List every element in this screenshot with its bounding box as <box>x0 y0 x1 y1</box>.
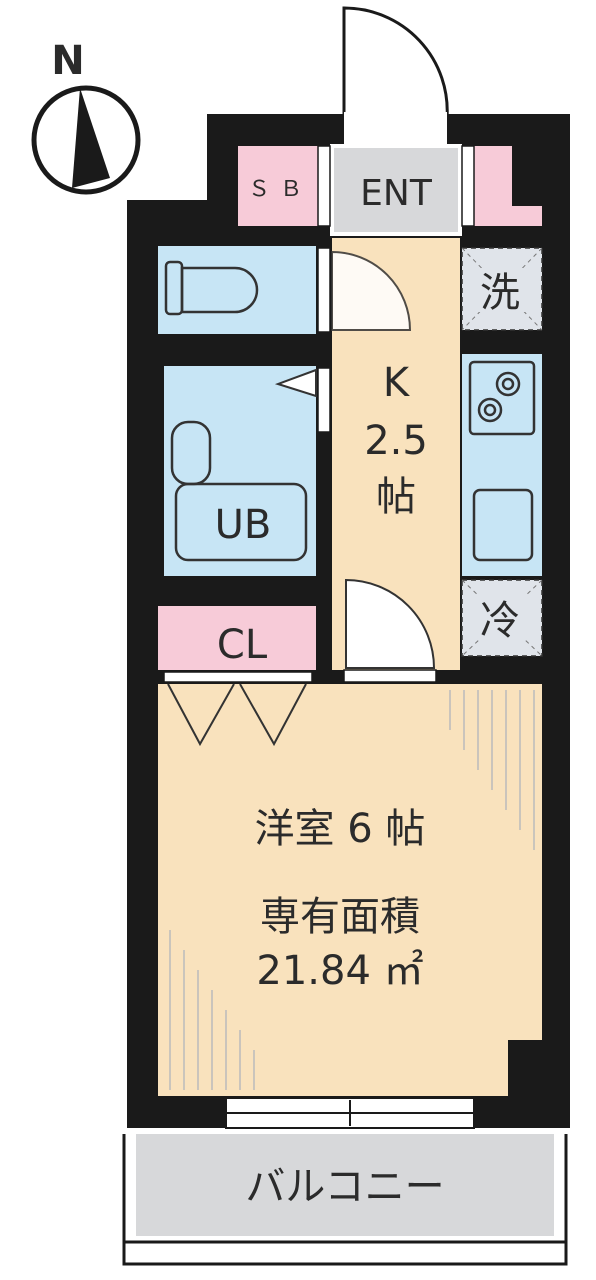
entrance-opening <box>344 112 447 144</box>
kitchen-door-swing <box>345 578 436 669</box>
toilet-icon <box>164 260 259 316</box>
window-hatching <box>169 690 535 1090</box>
area-value: 21.84 ㎡ <box>256 948 423 994</box>
bath-door-strip <box>317 367 331 433</box>
stove-icon <box>468 360 536 436</box>
closet-folding-doors <box>167 683 307 747</box>
entrance-area <box>330 144 462 236</box>
sink-icon <box>472 488 534 562</box>
toilet-room <box>158 246 316 334</box>
closet <box>158 606 316 670</box>
bathtub-icon <box>170 420 308 562</box>
closet-label: CL <box>217 622 268 668</box>
compass-circle <box>31 85 141 195</box>
shoe-box <box>238 146 318 226</box>
washer-label: 洗 <box>480 270 520 316</box>
north-arrow-icon <box>72 88 110 188</box>
kitchen-name: K <box>383 360 411 406</box>
western-room-floor <box>158 684 542 1096</box>
fridge-label: 冷 <box>480 598 520 644</box>
bath-room <box>164 366 316 576</box>
bath-door-swing <box>274 368 317 398</box>
western-room-label: 洋室 6 帖 <box>255 806 426 852</box>
sb-door-strip <box>317 145 331 227</box>
bath-label: UB <box>215 502 272 548</box>
toilet-door-strip <box>317 247 331 333</box>
entrance-door-icon <box>342 6 449 119</box>
north-label: N <box>51 38 84 84</box>
kitchen-door-strip <box>343 669 437 683</box>
balcony-window <box>225 1097 475 1129</box>
balcony-rail <box>122 1134 568 1266</box>
kitchen-unit: 帖 <box>376 474 416 520</box>
compass: N <box>31 38 141 195</box>
area-label: 専有面積 <box>260 894 420 940</box>
shoe-box-label: ＳＢ <box>248 177 312 202</box>
closet-door-strip <box>163 671 313 683</box>
entrance-label: ENT <box>360 173 433 214</box>
toilet-door-swing <box>331 250 412 331</box>
balcony <box>136 1134 554 1236</box>
right-door-strip <box>461 145 475 227</box>
kitchen-size: 2.5 <box>364 418 428 464</box>
kitchen-counter <box>462 354 542 576</box>
right-storage <box>474 146 542 226</box>
balcony-label: バルコニー <box>245 1164 444 1210</box>
